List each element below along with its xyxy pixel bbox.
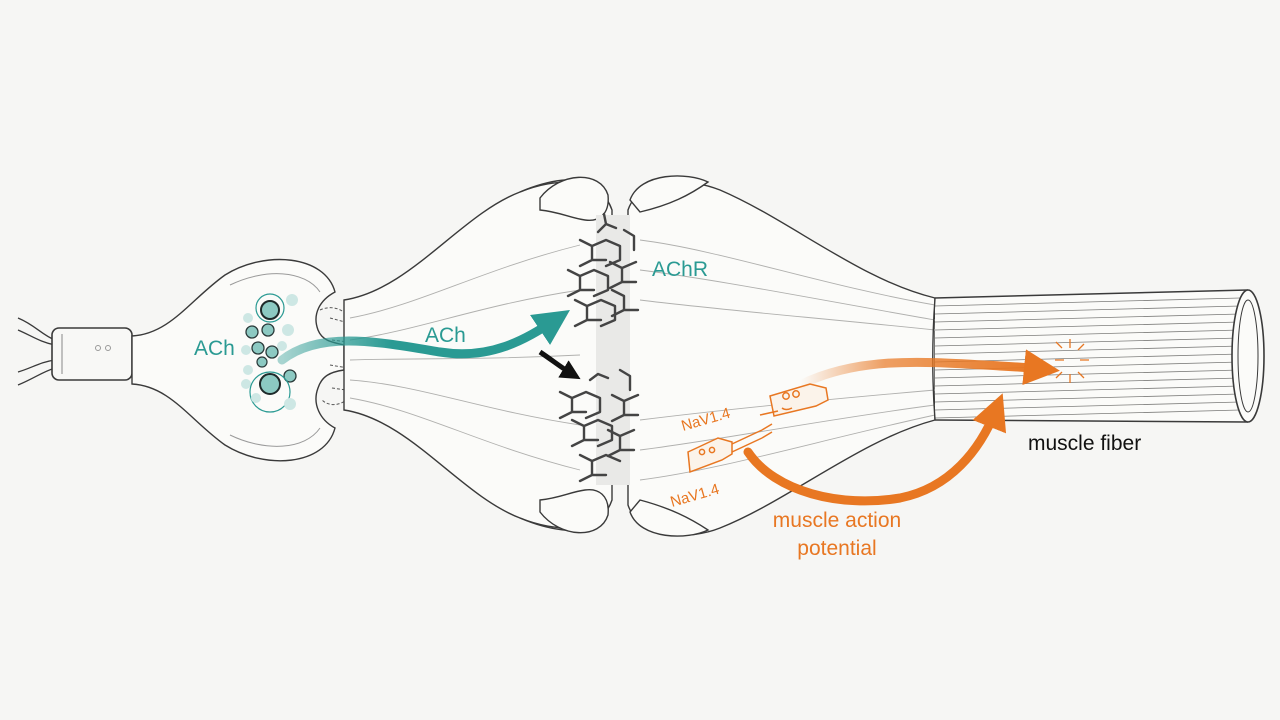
binding-arrow [538,349,581,380]
release-zone [319,307,355,406]
muscle-fiber-label: muscle fiber [1028,432,1141,455]
achr-label: AChR [652,258,708,281]
muscle-fiber-cylinder [932,289,1265,423]
ach-vesicles [241,293,298,413]
action-potential-label-line2: potential [797,537,876,560]
ach-arrow-label: ACh [425,324,466,347]
action-potential-arrow-lower [743,393,1007,506]
cleft-caps-left [539,176,609,534]
achr-receptor-cluster [558,212,640,485]
nav-channel-lower [687,423,773,474]
ach-release-arrow [277,310,570,365]
axon-connector [51,327,133,381]
cleft-fibers [349,244,581,471]
action-potential-label-line1: muscle action [773,509,901,532]
postsynaptic-fibers [639,239,936,481]
action-potential-arrow-upper [795,349,1060,390]
presynaptic-terminal [131,258,345,462]
axon-fibers [17,317,56,386]
ach-vesicle-label: ACh [194,337,235,360]
